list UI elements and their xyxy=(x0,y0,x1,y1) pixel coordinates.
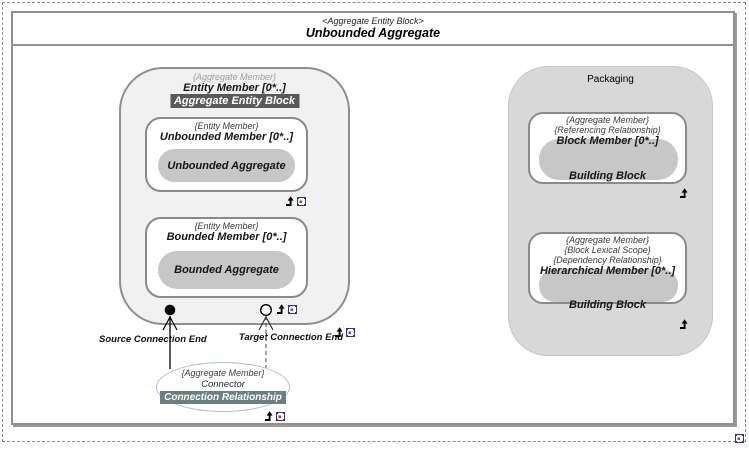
unbounded-member-name: Unbounded Member [0*..] xyxy=(159,131,294,143)
connector-relationship-shape[interactable]: {Aggregate Member} Connector Connection … xyxy=(156,362,290,412)
unbounded-member-shape[interactable]: {Entity Member} Unbounded Member [0*..] … xyxy=(145,117,308,192)
aggregate-classifier-band: Aggregate Entity Block xyxy=(169,94,300,108)
bounded-member-stereotype: {Entity Member} xyxy=(194,221,259,231)
hierarchical-member-pill[interactable] xyxy=(539,269,678,302)
navigate-up-arrow-icon[interactable] xyxy=(679,318,689,329)
aggregate-stereotype: {Aggregate Member} xyxy=(192,72,277,82)
navigate-up-arrow-icon[interactable] xyxy=(264,410,274,421)
connector-classifier-band: Connection Relationship xyxy=(160,391,286,404)
unbounded-member-decorations xyxy=(285,195,306,206)
block-member-stereotype-1: {Aggregate Member} xyxy=(565,115,650,125)
bounded-aggregate-pill[interactable]: Bounded Aggregate xyxy=(158,251,295,289)
block-member-pill[interactable] xyxy=(539,139,678,180)
linked-diagram-icon[interactable] xyxy=(288,305,297,314)
page-boundary xyxy=(2,2,746,442)
connector-stereotype: {Aggregate Member} xyxy=(181,368,265,378)
hierarchical-member-name: Hierarchical Member [0*..] xyxy=(539,265,676,277)
hierarchical-member-stereotype-2: {Block Lexical Scope} xyxy=(564,245,651,255)
frame-title: Unbounded Aggregate xyxy=(305,26,441,40)
packaging-shape[interactable]: Packaging {Aggregate Member} {Referencin… xyxy=(508,66,713,356)
bounded-member-name: Bounded Member [0*..] xyxy=(166,231,287,243)
frame-stereotype: <Aggregate Entity Block> xyxy=(322,16,424,26)
packaging-title: Packaging xyxy=(587,74,634,85)
unbounded-aggregate-pill[interactable]: Unbounded Aggregate xyxy=(158,149,295,182)
target-connection-end-label: Target Connection End xyxy=(238,332,344,343)
source-connection-end-label: Source Connection End xyxy=(99,334,207,345)
navigate-up-arrow-icon[interactable] xyxy=(276,303,286,314)
block-member-classifier: Building Block xyxy=(569,170,646,182)
aggregate-entity-block-shape[interactable]: {Aggregate Member} Entity Member [0*..] … xyxy=(119,67,350,325)
connector-decorations xyxy=(264,410,285,421)
block-member-stereotype-2: {Referencing Relationship} xyxy=(554,125,661,135)
linked-diagram-icon[interactable] xyxy=(346,328,355,337)
unbounded-member-stereotype: {Entity Member} xyxy=(194,121,259,131)
linked-diagram-icon[interactable] xyxy=(735,434,744,443)
bounded-member-shape[interactable]: {Entity Member} Bounded Member [0*..] Bo… xyxy=(145,217,308,298)
aggregate-name: Entity Member [0*..] xyxy=(183,82,286,94)
linked-diagram-icon[interactable] xyxy=(297,197,306,206)
navigate-up-arrow-icon[interactable] xyxy=(285,195,295,206)
hierarchical-member-stereotype-3: {Dependency Relationship} xyxy=(553,255,662,265)
diagram-frame-header: <Aggregate Entity Block> Unbounded Aggre… xyxy=(13,13,733,46)
linked-diagram-icon[interactable] xyxy=(276,412,285,421)
hierarchical-member-stereotype-1: {Aggregate Member} xyxy=(565,235,650,245)
diagram-frame[interactable]: <Aggregate Entity Block> Unbounded Aggre… xyxy=(11,11,735,425)
block-member-shape[interactable]: {Aggregate Member} {Referencing Relation… xyxy=(528,112,687,184)
hierarchical-member-classifier: Building Block xyxy=(569,299,646,311)
navigate-up-arrow-icon[interactable] xyxy=(679,187,689,198)
bounded-member-decorations xyxy=(276,303,297,314)
target-end-decorations xyxy=(334,326,355,337)
hierarchical-member-shape[interactable]: {Aggregate Member} {Block Lexical Scope}… xyxy=(528,232,687,304)
navigate-up-arrow-icon[interactable] xyxy=(334,326,344,337)
connector-name: Connector xyxy=(201,379,245,390)
block-member-name: Block Member [0*..] xyxy=(556,135,659,147)
